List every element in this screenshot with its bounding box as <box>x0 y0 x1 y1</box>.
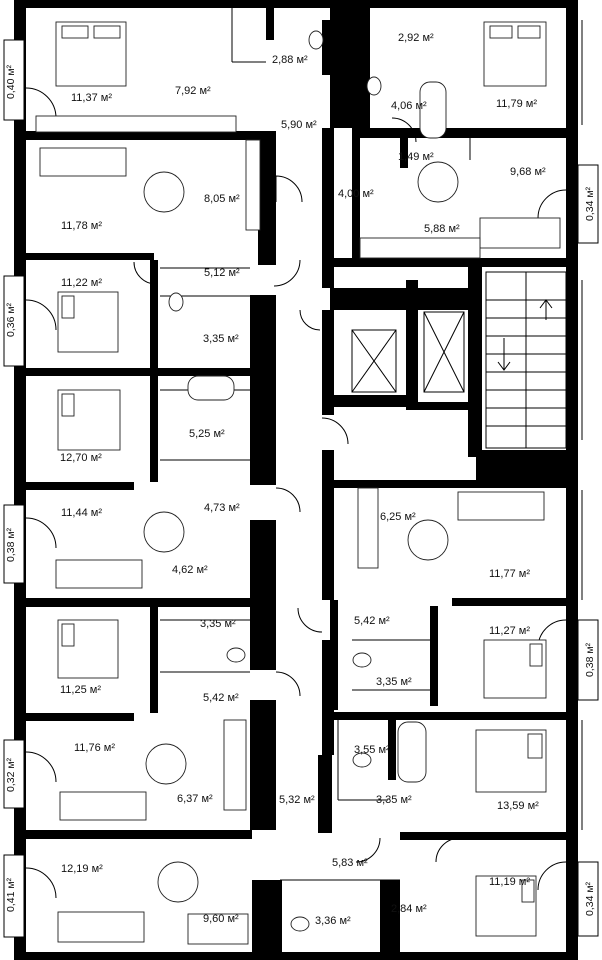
room-area-labels: 11,37 м² 7,92 м² 2,88 м² 5,90 м² 2,92 м²… <box>60 32 546 927</box>
furniture <box>35 21 561 945</box>
structural-walls <box>14 0 578 960</box>
room-area-label: 5,32 м² <box>279 794 315 806</box>
room-area-label: 6,37 м² <box>177 793 213 805</box>
room-area-label: 11,25 м² <box>60 684 101 696</box>
room-area-label: 3,36 м² <box>315 915 351 927</box>
room-area-label: 3,35 м² <box>200 618 236 630</box>
room-area-label: 11,19 м² <box>489 876 530 888</box>
room-area-label: 11,79 м² <box>496 98 537 110</box>
room-area-label: 11,44 м² <box>61 507 102 519</box>
balcony-area-label: 0,41 м² <box>5 877 17 912</box>
balcony-area-label: 0,34 м² <box>584 881 596 916</box>
balcony-area-label: 0,34 м² <box>584 186 596 221</box>
balcony-area-label: 0,32 м² <box>5 757 17 792</box>
room-area-label: 5,88 м² <box>424 223 460 235</box>
room-area-label: 9,60 м² <box>203 913 239 925</box>
room-area-label: 4,06 м² <box>391 100 427 112</box>
room-area-label: 1,49 м² <box>398 151 434 163</box>
bed-icon <box>55 21 547 937</box>
toilet-icon <box>168 30 382 932</box>
kitchen-counter-icon <box>35 115 481 945</box>
room-area-label: 5,12 м² <box>204 267 240 279</box>
room-area-label: 5,42 м² <box>203 692 239 704</box>
room-area-label: 9,68 м² <box>510 166 546 178</box>
room-area-label: 5,42 м² <box>354 615 390 627</box>
room-area-label: 3,35 м² <box>376 676 412 688</box>
partition-lines <box>25 8 567 899</box>
balcony-area-label: 0,40 м² <box>5 64 17 99</box>
room-area-label: 4,73 м² <box>204 502 240 514</box>
bathtub-icon <box>187 81 447 783</box>
room-area-label: 5,25 м² <box>189 428 225 440</box>
room-area-label: 5,83 м² <box>332 857 368 869</box>
balcony-area-label: 0,36 м² <box>5 302 17 337</box>
room-area-label: 13,59 м² <box>497 800 539 812</box>
room-area-label: 6,25 м² <box>380 511 416 523</box>
room-area-label: 2,84 м² <box>391 903 427 915</box>
balcony-area-label: 0,38 м² <box>5 527 17 562</box>
room-area-label: 5,90 м² <box>281 119 317 131</box>
elevator-stair-core <box>351 271 567 449</box>
windows <box>3 20 599 938</box>
room-area-label: 7,92 м² <box>175 85 211 97</box>
room-area-label: 4,62 м² <box>172 564 208 576</box>
room-area-label: 12,70 м² <box>60 452 102 464</box>
room-area-label: 11,27 м² <box>489 625 530 637</box>
room-area-label: 11,78 м² <box>61 220 102 232</box>
balcony-area-labels: 0,40 м² 0,36 м² 0,38 м² 0,32 м² 0,41 м² … <box>5 64 596 916</box>
table-icon <box>143 161 459 903</box>
room-area-label: 3,55 м² <box>354 744 390 756</box>
room-area-label: 3,35 м² <box>376 794 412 806</box>
room-area-label: 2,88 м² <box>272 54 308 66</box>
room-area-label: 11,77 м² <box>489 568 530 580</box>
room-area-label: 11,37 м² <box>71 92 112 104</box>
room-area-label: 2,92 м² <box>398 32 434 44</box>
room-area-label: 11,22 м² <box>61 277 102 289</box>
room-area-label: 12,19 м² <box>61 863 103 875</box>
balcony-area-label: 0,38 м² <box>584 642 596 677</box>
room-area-label: 3,35 м² <box>203 333 239 345</box>
sofa-icon <box>39 147 561 943</box>
room-area-label: 8,05 м² <box>204 193 240 205</box>
room-area-label: 11,76 м² <box>74 742 115 754</box>
room-area-label: 4,00 м² <box>338 188 374 200</box>
